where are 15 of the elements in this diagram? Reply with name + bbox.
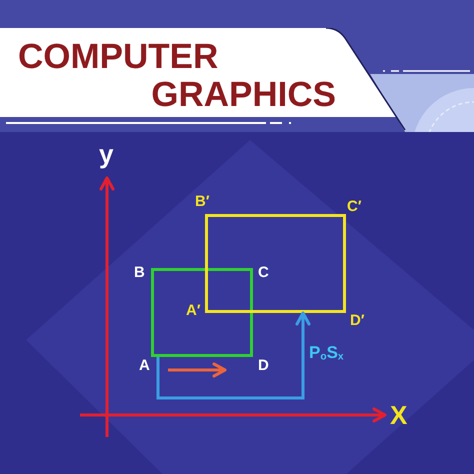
vertex-label: A <box>139 358 150 373</box>
title: COMPUTER GRAPHICS <box>18 38 336 114</box>
vertex-label: B <box>134 265 145 280</box>
vertex-label: B′ <box>195 194 210 209</box>
original-rectangle <box>151 268 253 357</box>
vertex-label: D <box>258 358 269 373</box>
axis-label: X <box>390 402 408 428</box>
vertex-label: A′ <box>186 303 200 318</box>
scaled-rectangle <box>205 214 346 313</box>
axis-label: y <box>99 141 114 167</box>
vertex-label: C′ <box>347 199 362 214</box>
transform-arrow <box>156 312 310 400</box>
vertex-label: C <box>258 265 269 280</box>
vertex-label: D′ <box>350 313 364 328</box>
edge-label: P$_{o}$S$_{x}$ <box>309 344 344 363</box>
